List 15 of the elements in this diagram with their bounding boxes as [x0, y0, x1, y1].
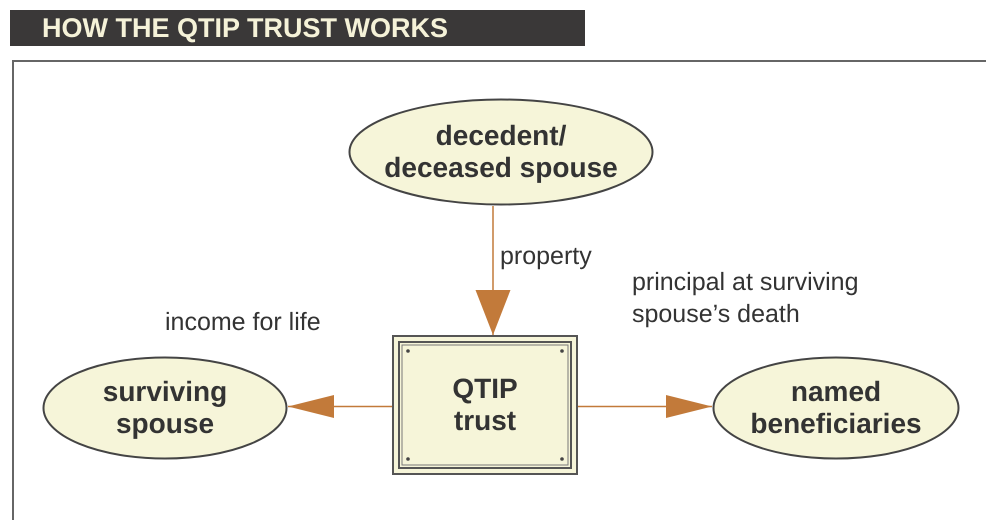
node-label: decedent/ deceased spouse: [383, 120, 619, 184]
ellipse-node: [712, 356, 960, 460]
arrow: [578, 395, 712, 418]
trust-box: [392, 335, 578, 475]
edge-label: property: [500, 241, 593, 272]
node-label: named beneficiaries: [749, 376, 923, 440]
edge-label: income for life: [165, 307, 322, 338]
node-label: surviving spouse: [102, 376, 228, 440]
title-banner: HOW THE QTIP TRUST WORKS: [10, 10, 585, 46]
ellipse-node: [42, 356, 288, 460]
node-label: QTIP trust: [451, 373, 519, 437]
ellipse-node: [348, 98, 654, 206]
arrow: [288, 395, 392, 418]
arrow: [476, 206, 510, 335]
edge-label: principal at surviving spouse’s death: [632, 267, 860, 330]
